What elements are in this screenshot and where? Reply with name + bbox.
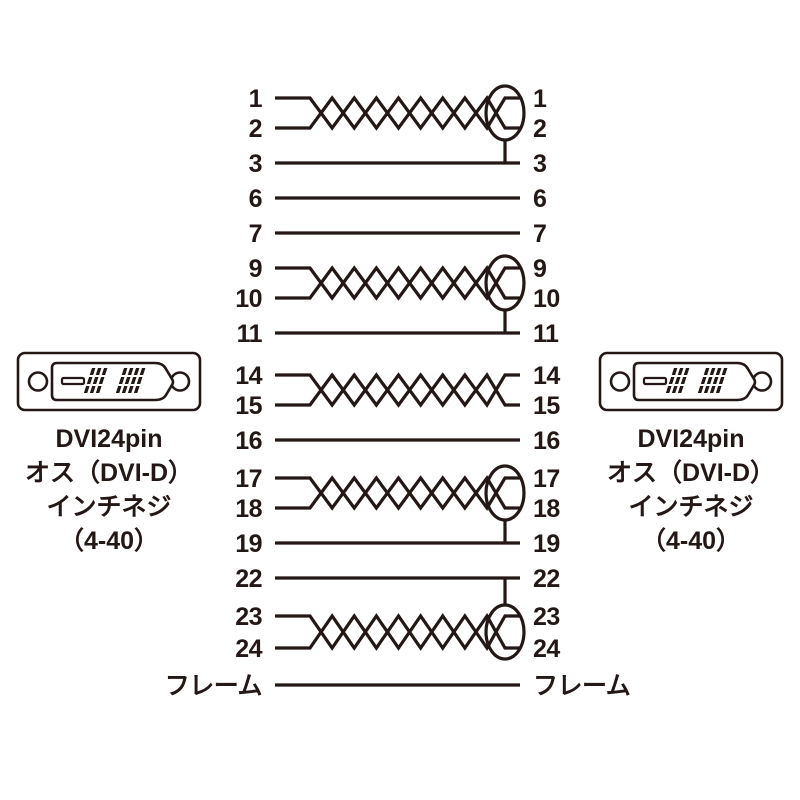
pin-label-left-row-24: 24 — [235, 635, 262, 663]
pin-label-right-row-14: 14 — [533, 362, 560, 390]
pin-label-left-row-3: 3 — [249, 150, 262, 178]
wire-row-15 — [275, 372, 520, 408]
pin-label-right-row-11: 11 — [533, 320, 559, 348]
pin-label-left-row-2: 2 — [249, 115, 262, 143]
left-connector-label-block: DVI24pin オス（DVI-D） インチネジ （4-40） — [25, 425, 193, 555]
pin-label-right-row-15: 15 — [533, 392, 560, 420]
right-connector-label-block: DVI24pin オス（DVI-D） インチネジ （4-40） — [607, 425, 775, 555]
connector-pin-array-right — [115, 368, 146, 393]
pin-label-left-row-16: 16 — [235, 427, 262, 455]
pin-label-right-row-6: 6 — [533, 185, 546, 213]
left-dvi-connector[interactable] — [16, 351, 202, 412]
connector-pin-array-right — [697, 368, 728, 393]
wire-row-2 — [275, 95, 520, 131]
wires-layer — [275, 95, 520, 687]
pin-label-left-row-22: 22 — [235, 565, 262, 593]
pin-label-right-row-10: 10 — [533, 285, 560, 313]
pin-label-left-row-7: 7 — [249, 220, 262, 248]
pin-label-left-row-frame: フレーム — [165, 672, 262, 700]
left-connector-pin-count-label: DVI24pin — [56, 425, 163, 453]
right-connector-pin-count-label: DVI24pin — [638, 425, 745, 453]
wire-row-18 — [275, 475, 520, 511]
pin-label-left-row-18: 18 — [235, 495, 262, 523]
pin-label-right-row-7: 7 — [533, 220, 546, 248]
pin-label-right-row-2: 2 — [533, 115, 546, 143]
left-connector-screw-spec-label: （4-40） — [59, 526, 159, 555]
connector-flat-blade-slot — [642, 376, 668, 386]
right-connector-screw-label: インチネジ — [628, 493, 753, 521]
pin-label-left-row-23: 23 — [235, 603, 262, 631]
pin-label-right-row-24: 24 — [533, 635, 560, 663]
pin-label-left-row-6: 6 — [249, 185, 262, 213]
connector-pin-array-left — [665, 368, 690, 393]
pin-label-left-row-15: 15 — [235, 392, 262, 420]
pin-label-right-row-19: 19 — [533, 530, 560, 558]
pin-label-right-row-18: 18 — [533, 495, 560, 523]
pin-label-right-row-3: 3 — [533, 150, 546, 178]
pin-label-left-row-17: 17 — [235, 465, 262, 493]
right-dvi-connector[interactable] — [598, 351, 784, 412]
left-connector-screw-label: インチネジ — [46, 493, 171, 521]
right-connector-screw-spec-label: （4-40） — [641, 526, 741, 555]
pin-label-right-row-9: 9 — [533, 255, 546, 283]
shields-layer — [484, 84, 526, 661]
pin-label-right-row-17: 17 — [533, 465, 560, 493]
pin-label-left-row-9: 9 — [249, 255, 262, 283]
connector-pin-array-left — [83, 368, 108, 393]
pin-label-left-row-19: 19 — [235, 530, 262, 558]
pin-label-left-row-1: 1 — [249, 85, 263, 113]
pin-label-right-row-16: 16 — [533, 427, 560, 455]
pin-label-left-row-14: 14 — [235, 362, 262, 390]
pin-label-right-row-22: 22 — [533, 565, 560, 593]
pin-label-right-row-frame: フレーム — [533, 672, 630, 700]
wire-row-24 — [275, 613, 520, 652]
right-connector-gender-label: オス（DVI-D） — [607, 458, 775, 487]
left-connector-gender-label: オス（DVI-D） — [25, 458, 193, 487]
wire-row-10 — [275, 265, 520, 301]
connector-screw-hole-left — [27, 371, 49, 392]
connector-flat-blade-slot — [60, 376, 86, 386]
connector-screw-hole-left — [609, 371, 631, 392]
pin-label-left-row-11: 11 — [237, 320, 263, 348]
pin-label-right-row-23: 23 — [533, 603, 560, 631]
pin-label-right-row-1: 1 — [533, 85, 547, 113]
pin-label-left-row-10: 10 — [235, 285, 262, 313]
